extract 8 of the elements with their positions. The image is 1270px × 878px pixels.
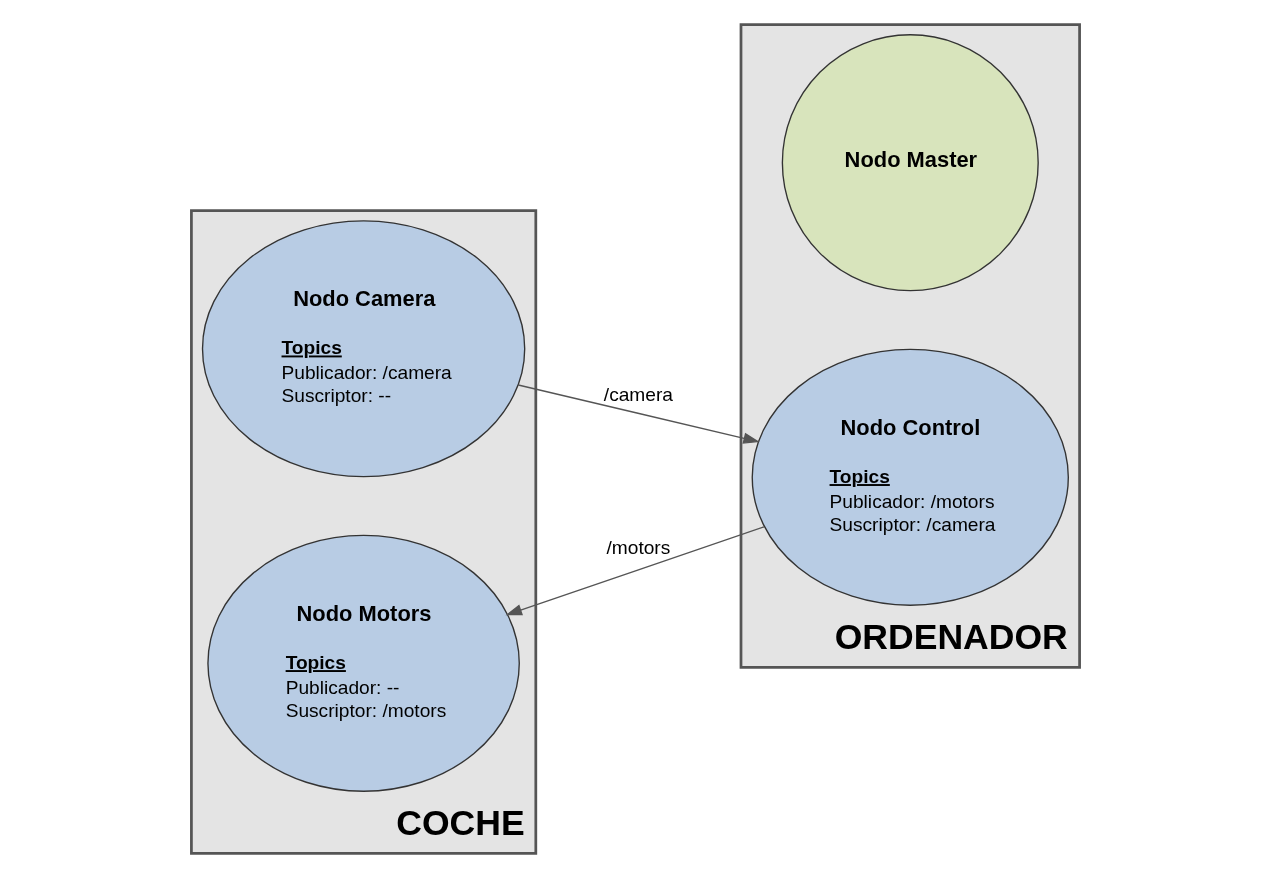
node-ellipse: Nodo Camera Topics Publicador: /camera Suscriptor: -- [201, 220, 525, 478]
node-circle: Nodo Master [781, 34, 1039, 292]
node-ellipse: Nodo Control Topics Publicador: /motors Suscriptor: /camera [751, 348, 1069, 606]
node-ellipse: Nodo Motors Topics Publicador: -- Suscriptor: /motors [206, 534, 520, 792]
edge-label: /camera [603, 383, 673, 405]
edge-label: /motors [605, 537, 670, 559]
arrow [505, 526, 765, 616]
arrow [517, 384, 760, 444]
